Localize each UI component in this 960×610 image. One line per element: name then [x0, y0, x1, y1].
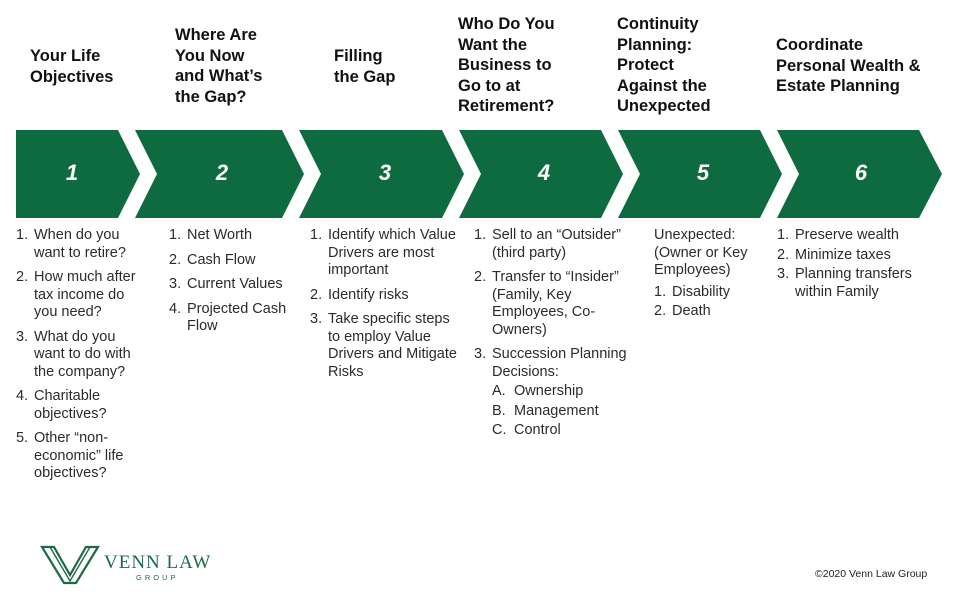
list-item: 3.Take specific steps to employ Value Dr…: [310, 311, 457, 380]
list-item: 4.Charitable objectives?: [16, 388, 107, 422]
list-item: 1.Net Worth: [169, 227, 253, 243]
list-item: 2.How much after tax income do you need?: [16, 269, 136, 320]
arrow-segment-5: [618, 130, 782, 218]
arrow-segment-4: [459, 130, 623, 218]
list-item: 1.Identify which Value Drivers are most …: [310, 227, 456, 278]
list-item: 1.Preserve wealth: [777, 227, 899, 243]
step-5-details: Unexpected: (Owner or Key Employees) 1.D…: [654, 227, 772, 323]
arrow-segment-3: [299, 130, 464, 218]
list-item: 3.Planning transfers within Family: [777, 266, 912, 300]
list-item: 1.When do you want to retire?: [16, 227, 126, 261]
list-item: 2.Transfer to “Insider” (Family, Key Emp…: [474, 269, 619, 338]
step-3-number: 3: [378, 160, 392, 185]
logo-name: VENN LAW: [104, 552, 212, 573]
arrow-segment-6: [777, 130, 942, 218]
list-item: B.Management: [492, 402, 599, 419]
copyright-notice: ©2020 Venn Law Group: [815, 568, 928, 580]
list-item: 3.Succession Planning Decisions: A.Owner…: [474, 346, 630, 440]
list-item: 1.Sell to an “Outsider” (third party): [474, 227, 621, 261]
step-4-heading: Who Do You Want the Business to Go to at…: [458, 15, 555, 115]
list-item: 2.Cash Flow: [169, 251, 256, 268]
step-2-details: 1.Net Worth 2.Cash Flow 3.Current Values…: [169, 227, 299, 343]
step-2-heading: Where Are You Now and What’s the Gap?: [175, 26, 263, 106]
list-item: 1.Disability: [654, 283, 731, 300]
unexpected-intro: Unexpected: (Owner or Key Employees): [654, 227, 748, 278]
logo-subtitle: GROUP: [136, 573, 179, 582]
list-item: 3.Current Values: [169, 276, 283, 292]
step-5-heading: Continuity Planning: Protect Against the…: [617, 15, 711, 115]
list-item: 2.Death: [654, 303, 711, 319]
list-item: A.Ownership: [492, 383, 584, 399]
process-arrow-band: [16, 130, 942, 218]
list-item: 5.Other “non-economic” life objectives?: [16, 430, 124, 481]
venn-law-logo: VENN LAW GROUP: [40, 545, 240, 585]
step-6-number: 6: [854, 160, 868, 185]
step-6-heading: Coordinate Personal Wealth & Estate Plan…: [776, 36, 921, 95]
step-3-details: 1.Identify which Value Drivers are most …: [310, 227, 460, 388]
step-3-heading: Filling the Gap: [334, 47, 396, 86]
list-item: 2.Minimize taxes: [777, 246, 891, 263]
step-5-number: 5: [696, 160, 710, 185]
step-1-heading: Your Life Objectives: [30, 47, 114, 86]
venn-v-icon: [40, 545, 100, 585]
list-item: C.Control: [492, 422, 561, 438]
step-6-details: 1.Preserve wealth 2.Minimize taxes 3.Pla…: [777, 227, 927, 303]
list-item: 2.Identify risks: [310, 286, 409, 303]
arrow-segment-2: [135, 130, 304, 218]
arrow-segment-1: [16, 130, 140, 218]
step-1-number: 1: [65, 160, 79, 185]
step-4-number: 4: [537, 160, 551, 185]
step-1-details: 1.When do you want to retire? 2.How much…: [16, 227, 146, 490]
step-4-details: 1.Sell to an “Outsider” (third party) 2.…: [474, 227, 630, 447]
step-2-number: 2: [215, 160, 229, 185]
list-item: 3.What do you want to do with the compan…: [16, 328, 131, 380]
succession-sublist: A.Ownership B.Management C.Control: [492, 383, 630, 440]
list-item: 4.Projected Cash Flow: [169, 300, 287, 335]
